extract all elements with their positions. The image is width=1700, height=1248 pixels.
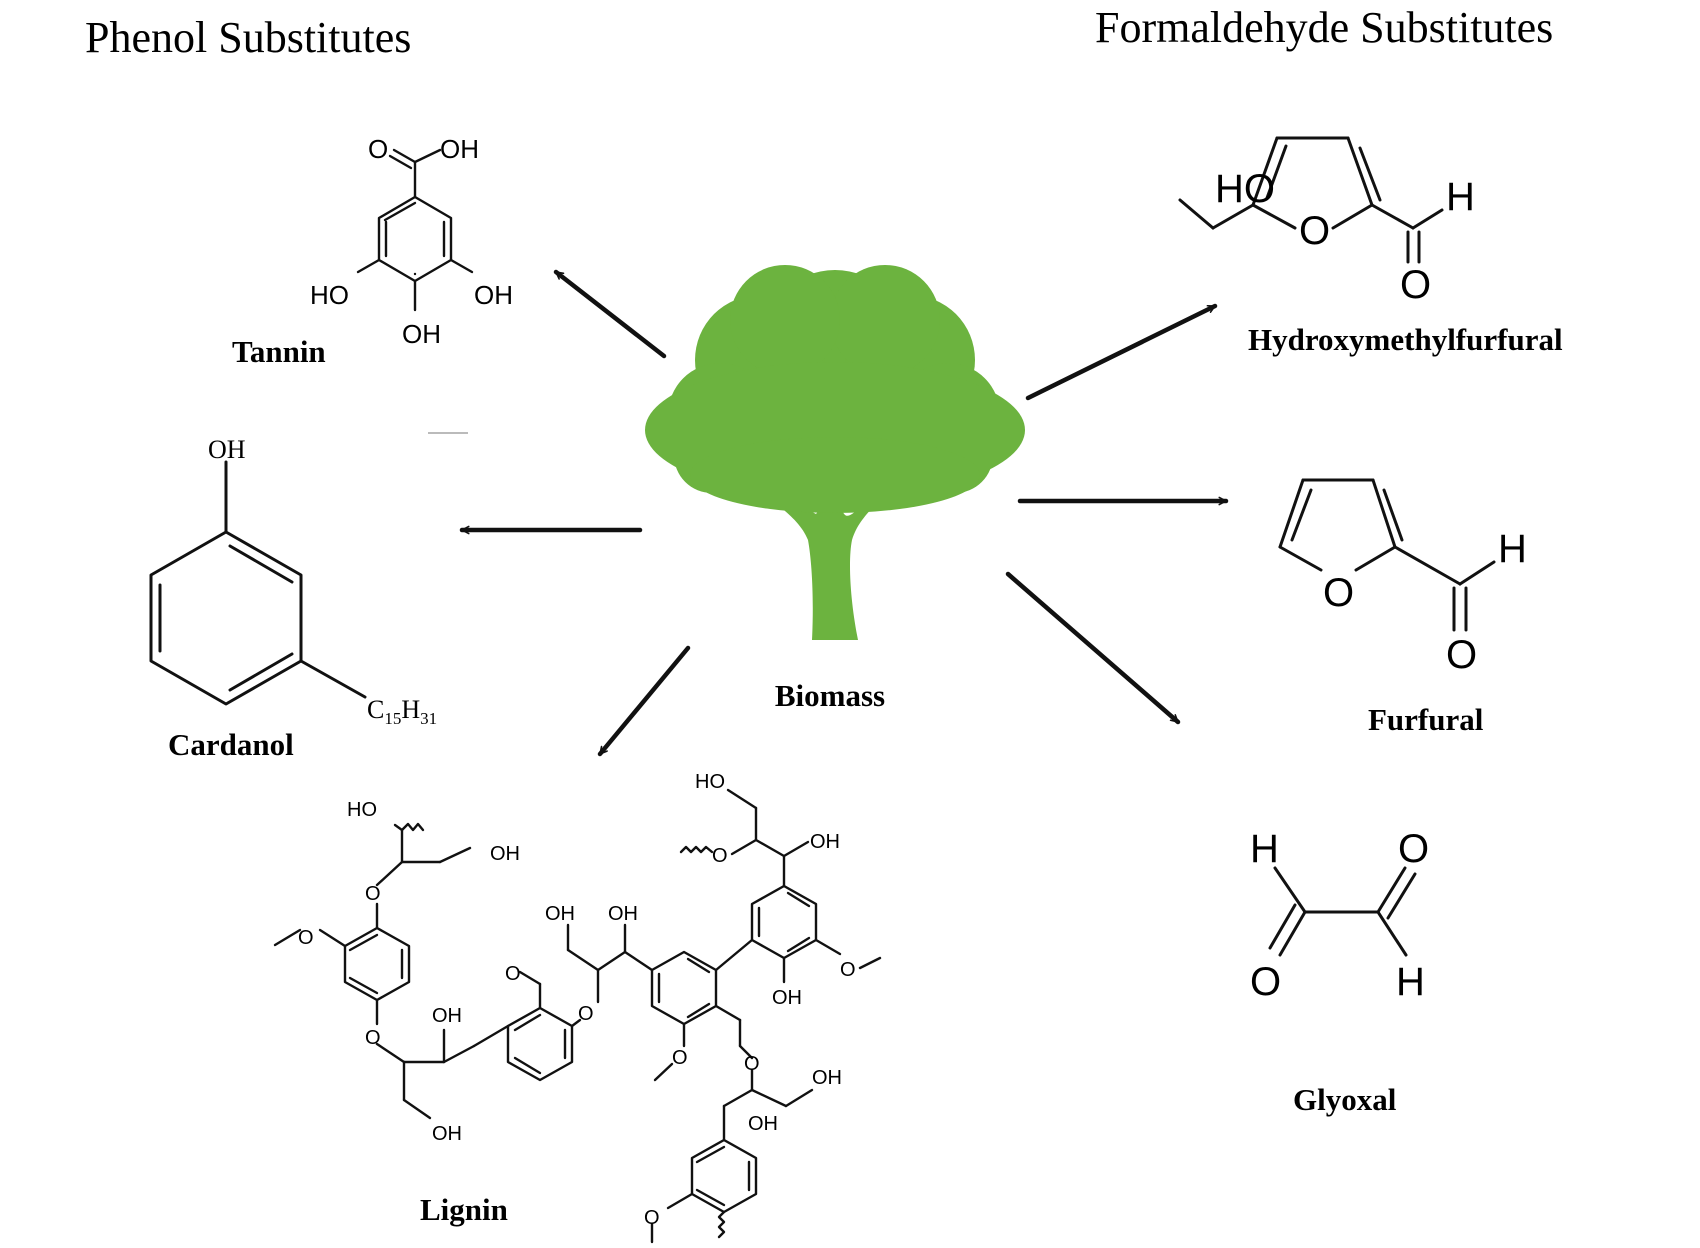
furfural-ring-o: O [1323,571,1354,615]
lignin-o-e: O [578,1003,594,1025]
hmf-structure [1178,136,1444,264]
glyoxal-o2: O [1250,960,1281,1004]
hmf-label: Hydroxymethylfurfural [1248,322,1563,357]
lignin-o-d: O [505,963,521,985]
lignin-structure [273,788,882,1244]
lignin-o-f: O [712,845,728,867]
lignin-oh-e: OH [608,903,638,925]
tree-icon [645,265,1025,640]
tannin-ho-left: HO [310,280,349,310]
lignin-oh-h: OH [812,1067,842,1089]
hmf-ho: HO [1215,167,1275,211]
cardanol-structure [149,460,367,706]
lignin-oh-a: OH [490,843,520,865]
tannin-label: Tannin [232,334,326,369]
glyoxal-h2: H [1396,960,1425,1004]
arrow-to-glyoxal [1005,571,1181,725]
lignin-ho-f: HO [695,771,725,793]
hmf-carbonyl-o: O [1400,263,1431,307]
glyoxal-o1: O [1398,827,1429,871]
hmf-ring-o: O [1299,209,1330,253]
glyoxal-label: Glyoxal [1293,1082,1397,1117]
arrow-to-hmf [1025,303,1218,401]
glyoxal-h1: H [1250,827,1279,871]
lignin-oh-f: OH [810,831,840,853]
tannin-oh-bottom: OH [402,319,441,349]
lignin-label: Lignin [420,1192,508,1227]
tannin-oh-right: OH [474,280,513,310]
lignin-o-a: O [365,883,381,905]
tannin-carbonyl-o: O [368,134,388,164]
lignin-o-c: O [365,1027,381,1049]
furfural-carbonyl-o: O [1446,633,1477,677]
phenol-substitutes-heading: Phenol Substitutes [85,13,411,62]
lignin-oh-d: OH [545,903,575,925]
lignin-oh-b: OH [432,1005,462,1027]
cardanol-chain: C15H31 [367,695,437,728]
tannin-structure [356,148,474,312]
biomass-label: Biomass [775,678,885,713]
arrows [459,269,1229,757]
furfural-h: H [1498,527,1527,571]
lignin-oh-g: OH [772,987,802,1009]
arrow-to-lignin [597,645,691,757]
furfural-label: Furfural [1368,702,1484,737]
cardanol-label: Cardanol [168,727,294,762]
lignin-oh-i: OH [748,1113,778,1135]
lignin-ho-a: HO [347,799,377,821]
lignin-o-b: O [298,927,314,949]
formaldehyde-substitutes-heading: Formaldehyde Substitutes [1095,3,1553,52]
lignin-oh-c: OH [432,1123,462,1145]
glyoxal-structure [1268,866,1417,957]
hmf-h: H [1446,175,1475,219]
cardanol-oh: OH [208,435,246,464]
lignin-o-j: O [644,1207,660,1229]
arrow-to-tannin [553,269,667,359]
lignin-o-g: O [840,959,856,981]
lignin-o-h: O [672,1047,688,1069]
furfural-structure [1278,478,1496,632]
tannin-acid-oh: OH [440,134,479,164]
lignin-o-i: O [744,1053,760,1075]
